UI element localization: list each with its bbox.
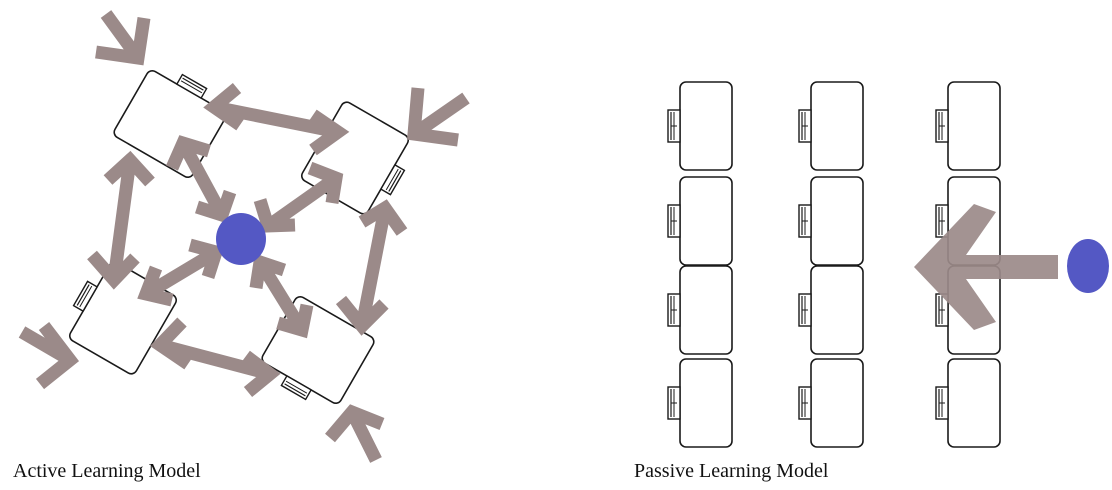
active-center-dot	[216, 213, 266, 265]
passive-desk	[667, 81, 733, 171]
arrow-center-right	[253, 161, 344, 233]
arrow-right-bottom	[335, 199, 408, 336]
active-learning-model	[18, 10, 470, 463]
passive-teacher-dot	[1067, 239, 1109, 293]
active-model-caption: Active Learning Model	[13, 460, 201, 482]
passive-lecture-arrow	[914, 204, 1058, 330]
arrow-in-bottom-right	[325, 404, 385, 463]
arrow-center-top	[166, 135, 237, 224]
passive-desk	[935, 81, 1001, 171]
passive-desk	[667, 176, 733, 266]
passive-desk	[667, 265, 733, 355]
arrow-center-left	[137, 238, 225, 307]
passive-learning-model	[667, 81, 1109, 448]
passive-model-caption: Passive Learning Model	[634, 460, 829, 482]
passive-desk	[935, 358, 1001, 448]
arrow-left-bottom	[149, 317, 281, 398]
passive-desk	[667, 358, 733, 448]
arrow-in-top-left	[95, 10, 151, 66]
active-interaction-arrows	[87, 82, 408, 398]
arrow-in-bottom-left	[18, 322, 80, 390]
arrow-top-right	[203, 82, 350, 156]
active-outside-arrows	[18, 10, 470, 463]
arrow-in-top-right	[406, 87, 470, 147]
arrow-center-bottom	[249, 253, 314, 339]
passive-desk	[798, 81, 864, 171]
passive-desk	[798, 265, 864, 355]
passive-desk	[798, 358, 864, 448]
passive-desk	[798, 176, 864, 266]
arrow-top-left	[87, 150, 155, 290]
